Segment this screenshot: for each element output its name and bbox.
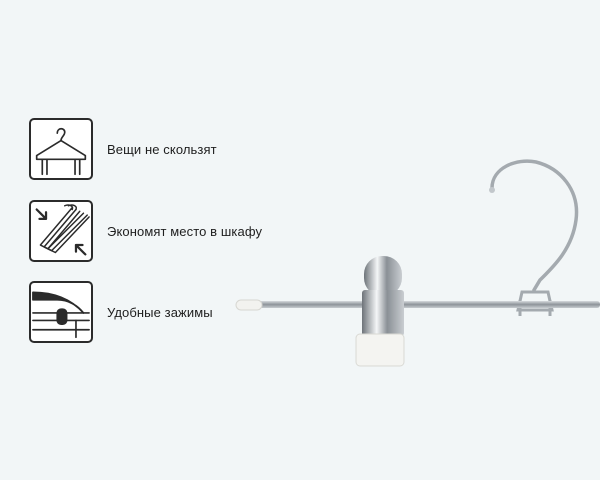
hanger-product-image — [230, 150, 600, 380]
feature-label: Удобные зажимы — [107, 304, 213, 320]
clip-icon — [29, 281, 93, 343]
feature-space-saving: Экономят место в шкафу — [29, 200, 262, 262]
hanger-icon — [29, 118, 93, 180]
feature-label: Экономят место в шкафу — [107, 223, 263, 239]
stacked-hangers-icon — [29, 200, 93, 262]
feature-label: Вещи не скользят — [107, 141, 217, 157]
feature-clips: Удобные зажимы — [29, 281, 213, 343]
feature-no-slip: Вещи не скользят — [29, 118, 217, 180]
metal-hanger-with-clips — [235, 159, 600, 367]
